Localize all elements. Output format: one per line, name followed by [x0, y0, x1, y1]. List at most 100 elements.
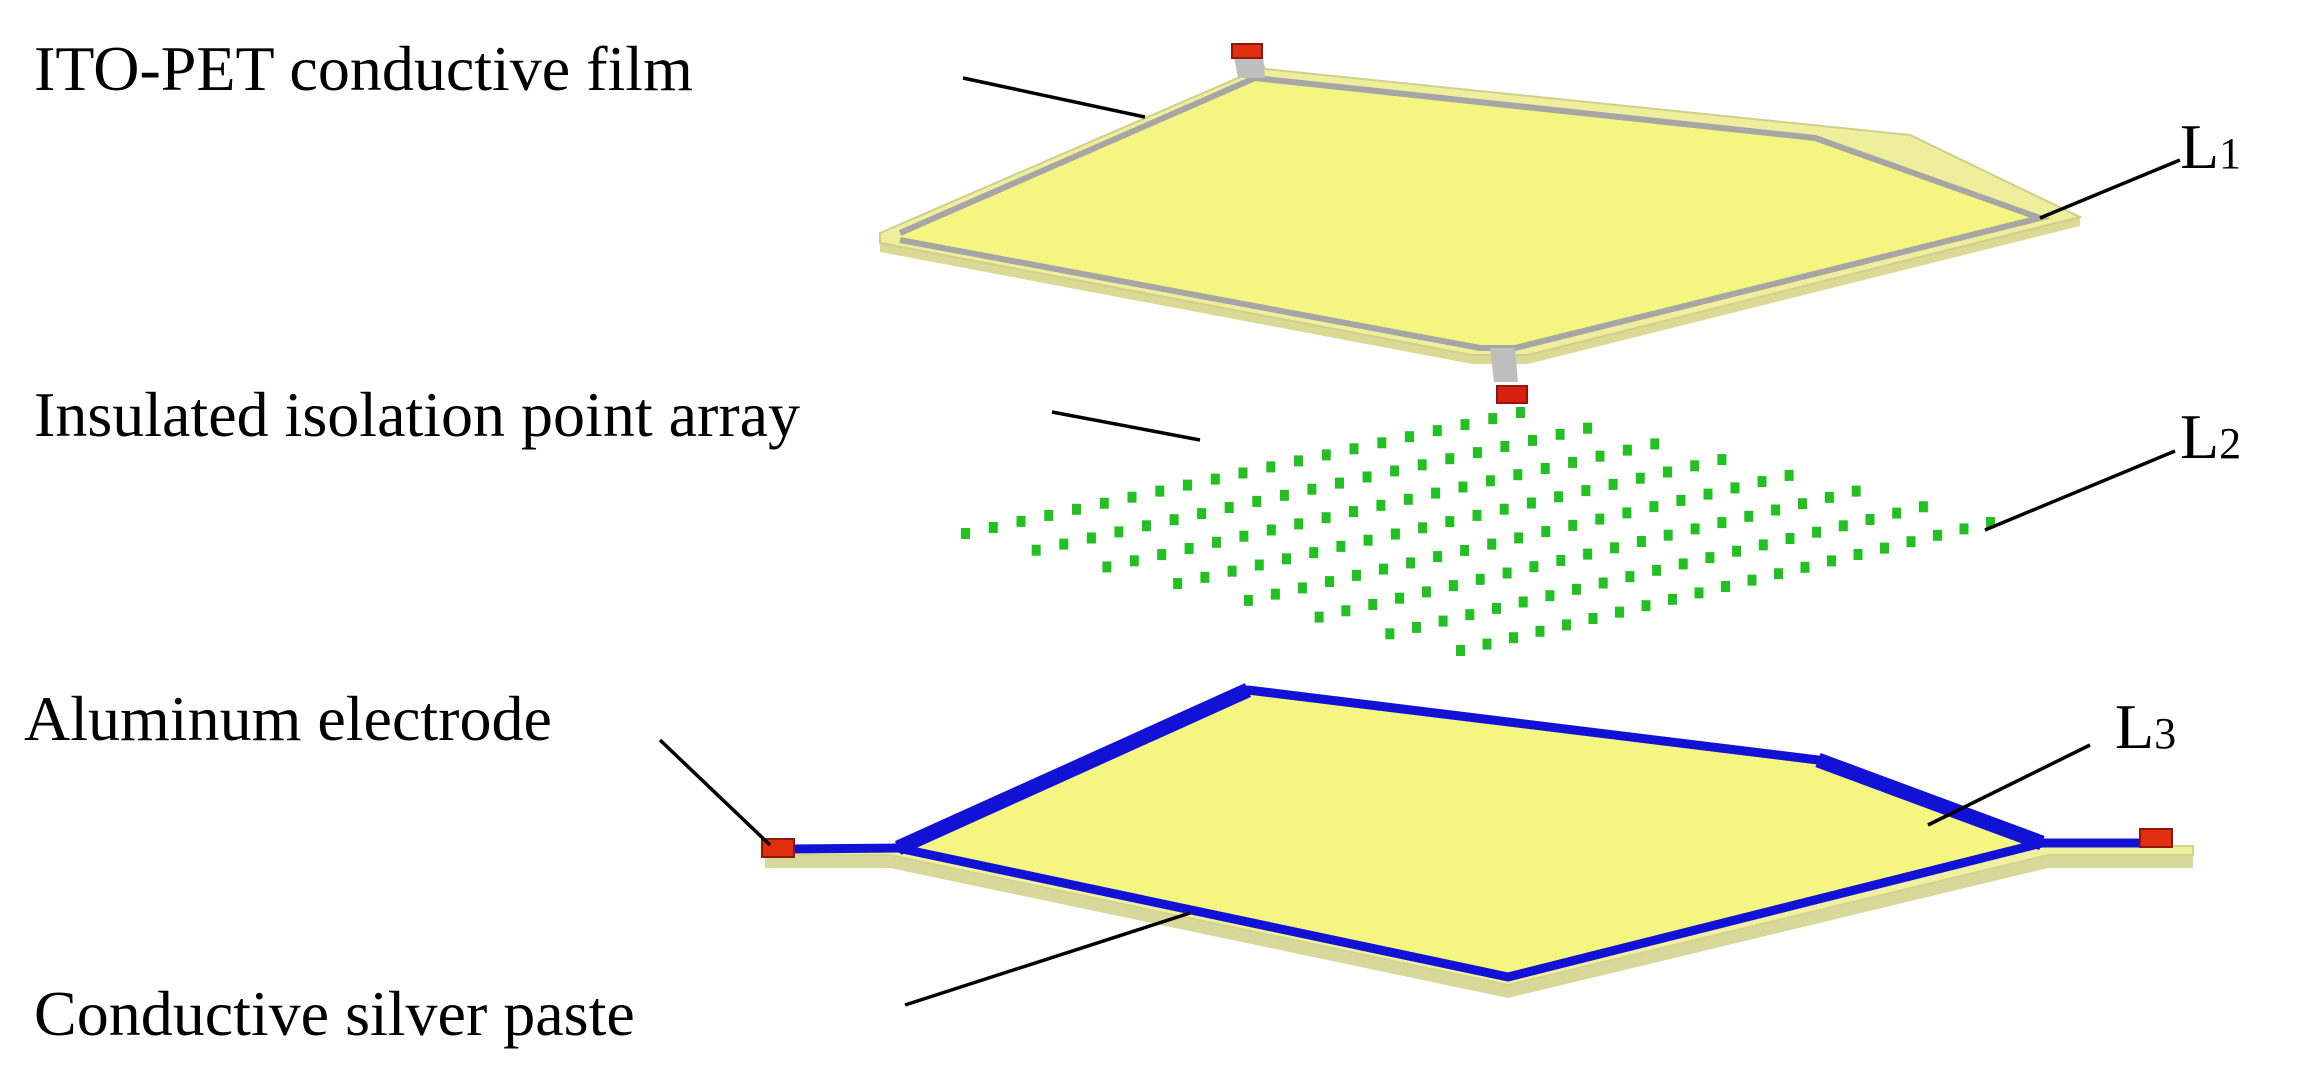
isolation-point [1757, 476, 1767, 488]
isolation-point [1554, 491, 1564, 503]
bottom-silver-edge-left [894, 683, 1252, 855]
isolation-point [1649, 501, 1659, 513]
isolation-point [1545, 590, 1555, 602]
isolation-point [1142, 520, 1151, 532]
isolation-point [1270, 588, 1280, 600]
isolation-point [1690, 523, 1700, 535]
isolation-point [1309, 547, 1319, 559]
isolation-point [961, 528, 970, 539]
isolation-point [1595, 450, 1605, 462]
isolation-point [1774, 568, 1783, 580]
isolation-point [1418, 522, 1428, 534]
label-aluminum-electrode: Aluminum electrode [24, 683, 552, 754]
isolation-point [1583, 548, 1593, 560]
isolation-point [1535, 625, 1545, 637]
isolation-point [1485, 475, 1495, 487]
isolation-point [1555, 428, 1565, 440]
bottom-film-surface [905, 690, 2040, 975]
isolation-point [1568, 456, 1578, 468]
label-ito-film: ITO-PET conductive film [34, 33, 693, 104]
isolation-point [1238, 467, 1248, 479]
isolation-point [1183, 479, 1192, 491]
isolation-point [1445, 516, 1455, 528]
isolation-point [1959, 523, 1969, 535]
isolation-point [1509, 632, 1518, 644]
isolation-point [1625, 571, 1635, 583]
isolation-point [1472, 509, 1482, 521]
label-isolation-array: Insulated isolation point array [34, 379, 800, 450]
isolation-point [1933, 529, 1942, 541]
leader-layer-2 [1984, 449, 2176, 532]
isolation-point [1438, 615, 1448, 627]
isolation-point [1362, 471, 1372, 483]
isolation-point [1652, 564, 1662, 576]
isolation-point [1663, 529, 1673, 541]
isolation-point [1297, 582, 1307, 594]
isolation-point [1031, 544, 1041, 556]
isolation-point [1528, 434, 1537, 446]
isolation-point [1254, 559, 1264, 571]
isolation-point [1488, 413, 1498, 425]
isolation-point [1730, 482, 1740, 494]
isolation-point [1403, 493, 1413, 505]
isolation-point [1694, 587, 1704, 599]
isolation-point [1851, 485, 1861, 497]
isolation-point [1431, 487, 1441, 499]
isolation-point [1472, 447, 1482, 459]
isolation-point [1294, 455, 1303, 467]
isolation-point [1349, 443, 1359, 455]
isolation-point [1598, 577, 1608, 589]
bottom-silver-edge-right [1815, 752, 2045, 851]
isolation-point [1155, 485, 1165, 497]
layer-label-3-letter: L [2115, 691, 2154, 762]
isolation-point [1595, 513, 1605, 525]
layer-label-1-letter: L [2180, 111, 2219, 182]
isolation-point [1785, 533, 1795, 544]
isolation-point [1690, 460, 1700, 472]
isolation-point [1417, 459, 1427, 471]
isolation-point [1227, 565, 1237, 577]
isolation-point [1368, 599, 1378, 610]
layer-label-1: L1 [2180, 111, 2241, 182]
isolation-point [1703, 488, 1713, 500]
layer-label-2: L2 [2180, 401, 2241, 472]
isolation-point [1266, 524, 1276, 536]
isolation-point [1622, 444, 1632, 456]
isolation-point [1529, 561, 1539, 573]
isolation-point [1433, 551, 1443, 563]
isolation-point [1390, 528, 1400, 540]
isolation-point [1622, 507, 1632, 519]
isolation-point [1918, 501, 1928, 513]
isolation-point [1059, 538, 1069, 550]
isolation-point [1676, 494, 1686, 506]
isolation-point [1812, 526, 1822, 538]
isolation-point [1279, 489, 1289, 501]
isolation-point [1487, 538, 1497, 550]
isolation-point [1266, 461, 1276, 473]
isolation-point [1086, 532, 1096, 544]
isolation-point [1349, 506, 1358, 518]
bottom-film-side [765, 855, 2193, 998]
isolation-point [1243, 594, 1253, 606]
isolation-point [1562, 619, 1571, 631]
isolation-point [1377, 437, 1387, 449]
leader-ito-film [962, 76, 1146, 119]
top-film-surface [900, 78, 2040, 348]
isolation-point [1422, 586, 1431, 598]
isolation-point [1294, 518, 1304, 530]
isolation-point [1572, 583, 1581, 595]
isolation-point [1169, 514, 1179, 526]
isolation-point [1771, 504, 1781, 516]
isolation-point [1412, 621, 1421, 633]
isolation-point [1460, 419, 1470, 431]
isolation-point [1906, 536, 1916, 548]
leader-layer-3 [1927, 743, 2091, 827]
isolation-point [1405, 431, 1414, 443]
isolation-point [1610, 542, 1619, 554]
isolation-point [1499, 503, 1509, 515]
layer-label-1-subscript: 1 [2219, 129, 2241, 178]
isolation-point [1798, 498, 1807, 510]
isolation-point [1114, 526, 1124, 538]
isolation-point [1800, 561, 1810, 573]
isolation-point [1556, 554, 1566, 566]
